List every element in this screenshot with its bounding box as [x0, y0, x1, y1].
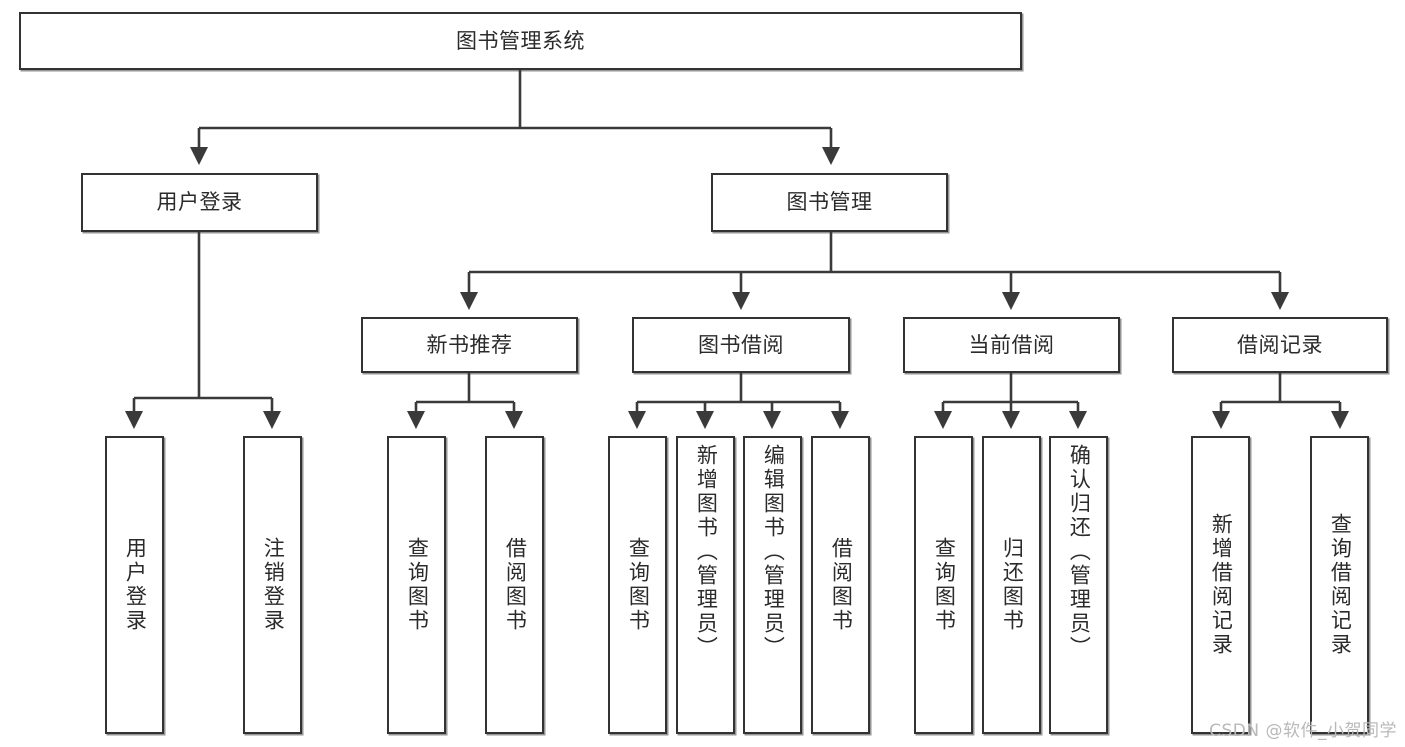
- leaf-query-book-3[interactable]: 查询图书: [914, 436, 973, 734]
- leaf-edit-book[interactable]: 编辑图书（管理员）: [743, 436, 802, 734]
- leaf-user-login-label: 用户登录: [123, 537, 148, 633]
- leaf-query-record-label: 查询借阅记录: [1328, 513, 1353, 657]
- node-root[interactable]: 图书管理系统: [19, 12, 1022, 70]
- node-book-borrow-label: 图书借阅: [698, 332, 784, 357]
- leaf-confirm-return[interactable]: 确认归还（管理员）: [1049, 436, 1108, 734]
- leaf-user-login[interactable]: 用户登录: [105, 436, 164, 734]
- leaf-add-book-label: 新增图书（管理员）: [694, 444, 719, 660]
- leaf-add-book[interactable]: 新增图书（管理员）: [676, 436, 735, 734]
- node-current-borrow[interactable]: 当前借阅: [903, 317, 1120, 373]
- leaf-logout-login[interactable]: 注销登录: [243, 436, 302, 734]
- node-new-book-recommend-label: 新书推荐: [426, 332, 513, 357]
- leaf-add-record-label: 新增借阅记录: [1209, 513, 1234, 657]
- node-borrow-record[interactable]: 借阅记录: [1172, 317, 1388, 373]
- leaf-query-record[interactable]: 查询借阅记录: [1310, 436, 1369, 734]
- leaf-query-book-2[interactable]: 查询图书: [608, 436, 667, 734]
- leaf-query-book-1-label: 查询图书: [405, 537, 430, 633]
- node-book-borrow[interactable]: 图书借阅: [632, 317, 850, 373]
- leaf-add-record[interactable]: 新增借阅记录: [1191, 436, 1250, 734]
- node-book-management[interactable]: 图书管理: [711, 173, 948, 232]
- node-user-login[interactable]: 用户登录: [81, 173, 318, 232]
- node-new-book-recommend[interactable]: 新书推荐: [361, 317, 578, 373]
- leaf-query-book-3-label: 查询图书: [932, 537, 957, 633]
- leaf-logout-login-label: 注销登录: [261, 537, 286, 633]
- node-user-login-label: 用户登录: [156, 190, 243, 215]
- leaf-return-book[interactable]: 归还图书: [982, 436, 1041, 734]
- node-root-label: 图书管理系统: [456, 28, 585, 53]
- node-current-borrow-label: 当前借阅: [968, 332, 1055, 357]
- node-book-management-label: 图书管理: [786, 190, 873, 215]
- leaf-borrow-book-1-label: 借阅图书: [503, 537, 528, 633]
- leaf-borrow-book-1[interactable]: 借阅图书: [485, 436, 544, 734]
- watermark-text: CSDN @软件_小贺同学: [1209, 721, 1397, 741]
- leaf-query-book-1[interactable]: 查询图书: [387, 436, 446, 734]
- leaf-query-book-2-label: 查询图书: [626, 537, 651, 633]
- leaf-edit-book-label: 编辑图书（管理员）: [761, 444, 786, 660]
- leaf-borrow-book-2[interactable]: 借阅图书: [811, 436, 870, 734]
- leaf-borrow-book-2-label: 借阅图书: [829, 537, 854, 633]
- leaf-return-book-label: 归还图书: [1000, 537, 1025, 633]
- node-borrow-record-label: 借阅记录: [1237, 332, 1323, 357]
- leaf-confirm-return-label: 确认归还（管理员）: [1067, 444, 1092, 660]
